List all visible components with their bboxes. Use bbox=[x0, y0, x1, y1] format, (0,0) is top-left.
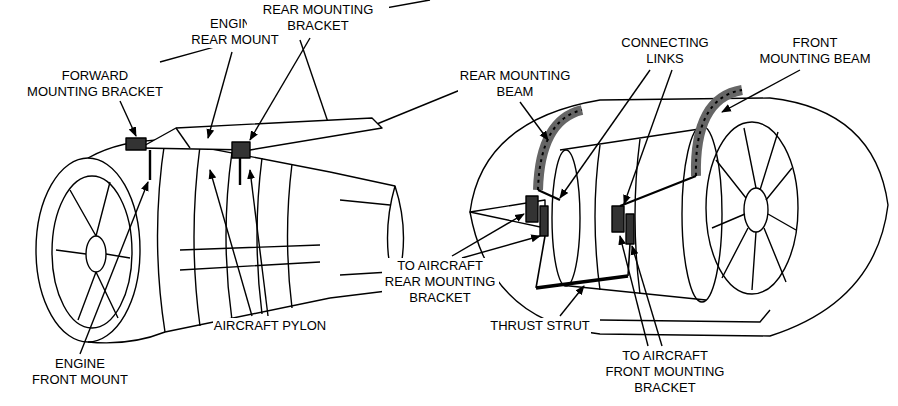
part-label: ENGINE FRONT MOUNT bbox=[31, 356, 130, 388]
part-label: REAR MOUNTING BEAM bbox=[458, 68, 572, 100]
part-label: REAR MOUNTING BRACKET bbox=[247, 2, 389, 34]
part-label: THRUST STRUT bbox=[489, 318, 590, 334]
part-label: TO AIRCRAFT REAR MOUNTING BRACKET bbox=[382, 258, 499, 306]
part-label: FRONT MOUNTING BEAM bbox=[757, 35, 874, 67]
part-label: FORWARD MOUNTING BRACKET bbox=[25, 68, 165, 100]
part-label: TO AIRCRAFT FRONT MOUNTING BRACKET bbox=[603, 348, 727, 396]
part-label: CONNECTING LINKS bbox=[617, 35, 714, 67]
part-label: AIRCRAFT PYLON bbox=[213, 318, 327, 334]
